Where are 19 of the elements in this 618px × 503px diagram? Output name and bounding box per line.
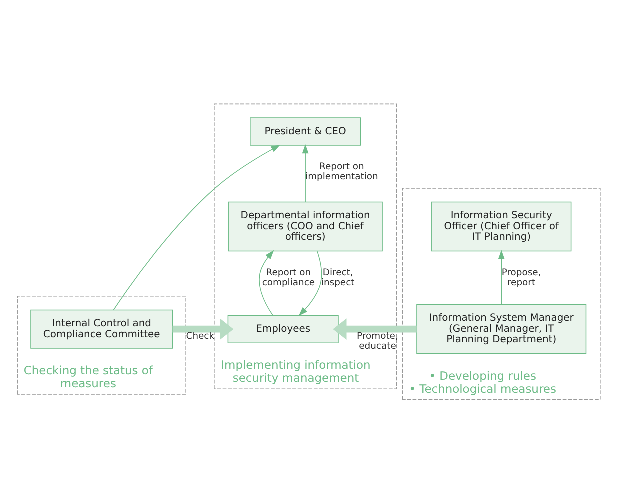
- node-box: Information Security Officer (Chief Officer of IT Planning): [432, 201, 572, 252]
- arrow: [333, 318, 417, 340]
- node-box: Internal Control and Compliance Committee: [30, 309, 174, 348]
- node-box: Departmental information officers (COO and Chief officers): [228, 201, 383, 252]
- arrow: [498, 250, 505, 305]
- node-box: Information System Manager (General Manager, IT Planning Department): [416, 304, 587, 354]
- arrow: [302, 144, 309, 202]
- edge-label: Report on implementation: [306, 161, 378, 182]
- arrow: [172, 318, 234, 340]
- arrow: [298, 250, 322, 316]
- node-box: Employees: [228, 314, 339, 344]
- edge-label: Propose, report: [502, 266, 542, 288]
- arrow: [113, 144, 280, 310]
- node-box: President & CEO: [250, 117, 362, 146]
- arrow: [259, 250, 274, 316]
- edge-label: Check: [186, 330, 215, 342]
- edge-label: Promote, educate: [357, 330, 398, 352]
- edge-label: Direct, inspect: [321, 266, 355, 288]
- edge-label: Report on compliance: [262, 266, 316, 288]
